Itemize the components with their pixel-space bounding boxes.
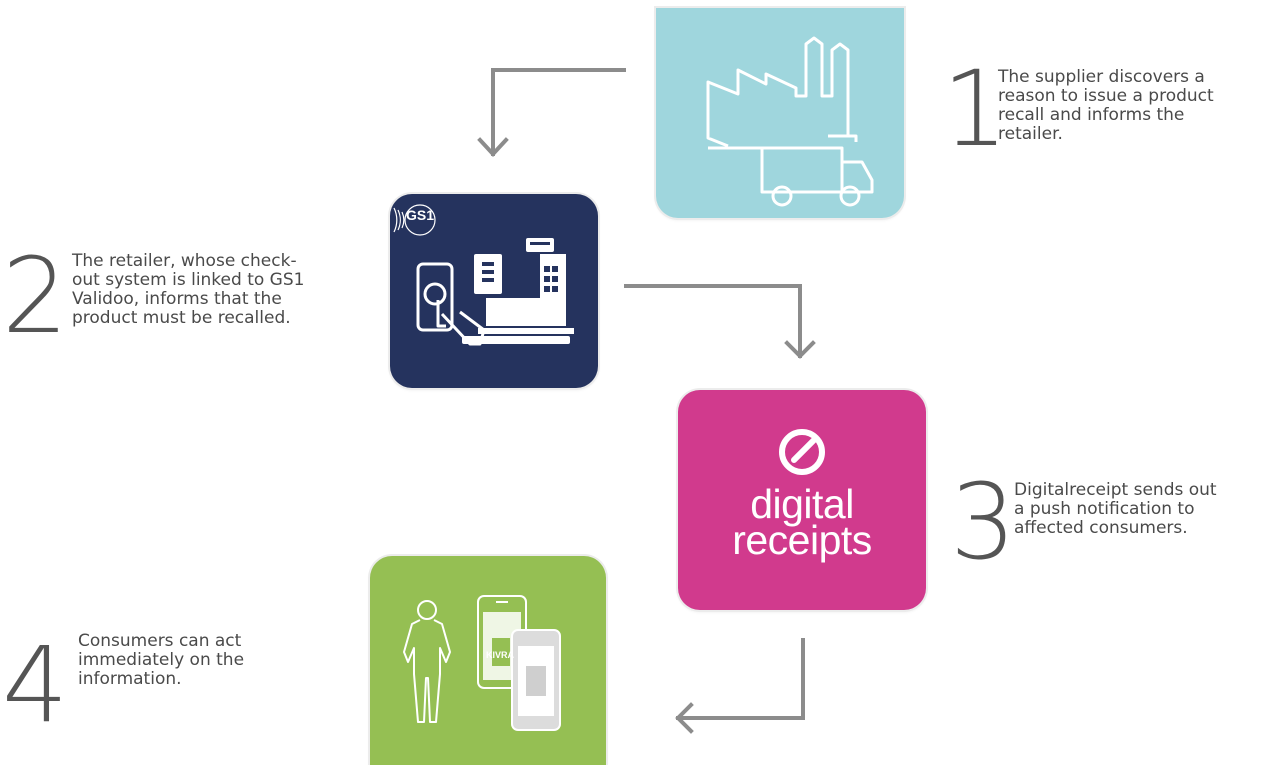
step-1-text: The supplier discovers a reason to issue… [998, 67, 1214, 144]
kivra-app-label: KIVRA [486, 650, 515, 660]
person-with-phones-icon [403, 595, 561, 731]
supplier-tile [656, 8, 904, 218]
pos-register-icon [416, 238, 574, 346]
arrow-receipts-to-consumer [675, 638, 805, 734]
step-4-text: Consumers can act immediately on the inf… [78, 631, 245, 689]
digital-receipts-line2: receipts [732, 517, 872, 563]
consumer-tile: KIVRA [370, 556, 606, 765]
gs1-logo-text: GS1 [406, 207, 435, 223]
step-2-number: 2 [2, 235, 69, 357]
step-2-text: The retailer, whose check- out system is… [72, 251, 305, 328]
step-3-number: 3 [950, 461, 1017, 583]
arrow-retailer-to-receipts [624, 284, 816, 359]
digital-receipts-line1: digital [750, 481, 854, 527]
gs1-logo-icon [393, 204, 436, 236]
digital-receipts-tile: digital receipts [678, 390, 926, 610]
step-4-number: 4 [2, 624, 69, 746]
digital-receipts-logo-icon [779, 429, 825, 475]
arrow-supplier-to-retailer [477, 68, 626, 157]
step-1-number: 1 [942, 48, 1009, 170]
retailer-tile: GS1 [390, 194, 598, 388]
step-3-text: Digitalreceipt sends out a push notifica… [1014, 480, 1217, 538]
factory-truck-icon [706, 36, 874, 207]
